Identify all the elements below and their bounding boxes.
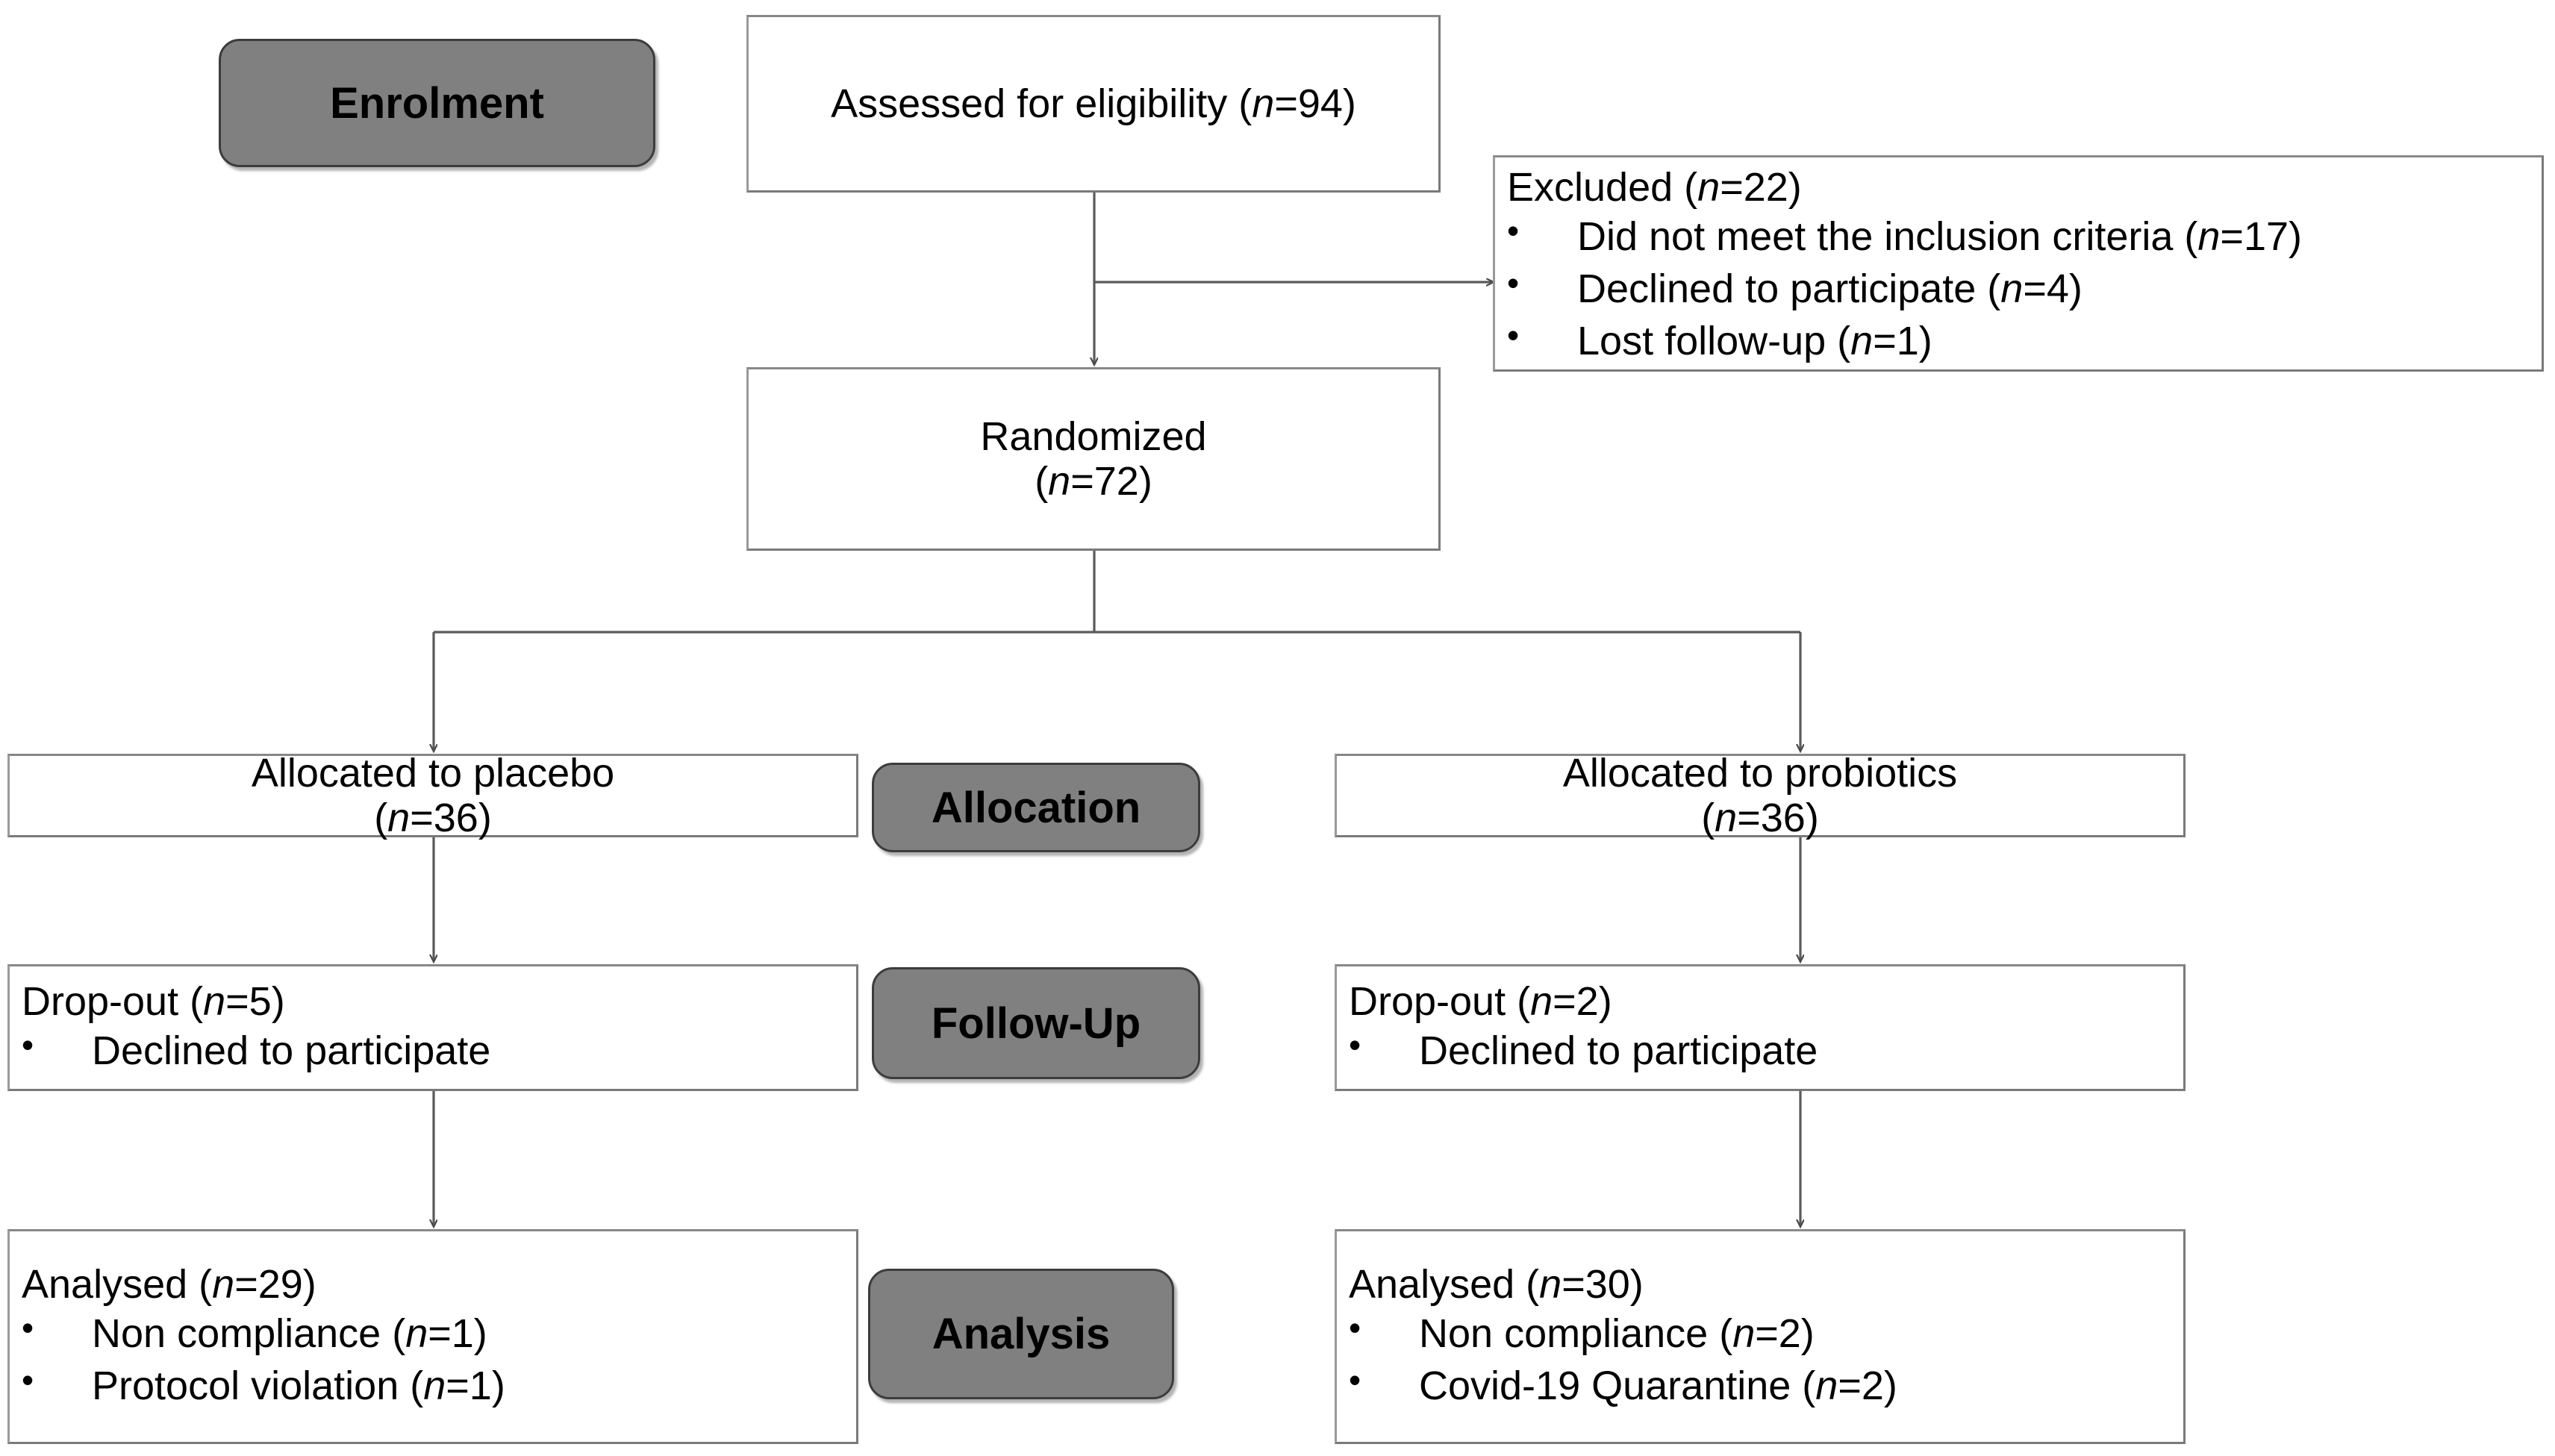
- dropout-probiotics-header: Drop-out (n=2): [1337, 978, 1612, 1025]
- randomized-label: Randomized: [980, 413, 1207, 459]
- list-item: Protocol violation (n=1): [10, 1358, 505, 1412]
- node-allocated-placebo: Allocated to placebo (n=36): [7, 750, 858, 840]
- dropout-probiotics-header-post: =2): [1553, 978, 1612, 1024]
- excluded-item-2-n: n: [1850, 319, 1874, 364]
- node-assessed-text: Assessed for eligibility (n=94): [831, 81, 1356, 126]
- allocated-probiotics-count-post: =36): [1737, 796, 1819, 840]
- analysed-probiotics-item-1-pre: Covid-19 Quarantine (: [1419, 1363, 1816, 1409]
- analysed-placebo-item-1-n: n: [423, 1363, 446, 1409]
- excluded-header-pre: Excluded (: [1507, 164, 1698, 210]
- stage-badge-enrolment: Enrolment: [219, 39, 655, 167]
- allocated-placebo-count-pre: (: [374, 796, 388, 840]
- list-item: Declined to participate: [10, 1023, 491, 1077]
- analysed-placebo-item-0-n: n: [405, 1310, 428, 1356]
- randomized-count-post: =72): [1070, 459, 1152, 504]
- allocated-placebo-label: Allocated to placebo: [251, 750, 615, 796]
- excluded-item-2-post: =1): [1873, 319, 1932, 364]
- dropout-probiotics-item-0: Declined to participate: [1419, 1028, 1818, 1073]
- analysed-placebo-item-1-post: =1): [446, 1363, 505, 1409]
- list-item: Declined to participate: [1337, 1023, 1818, 1077]
- analysed-probiotics-item-1-post: =2): [1838, 1363, 1897, 1409]
- analysed-probiotics-item-0-pre: Non compliance (: [1419, 1310, 1733, 1356]
- analysed-placebo-header: Analysed (n=29): [10, 1261, 316, 1307]
- excluded-item-1-post: =4): [2023, 266, 2083, 311]
- excluded-header: Excluded (n=22): [1495, 164, 1802, 210]
- stage-badge-enrolment-label: Enrolment: [330, 78, 544, 128]
- analysed-placebo-reason-list: Non compliance (n=1) Protocol violation …: [10, 1306, 505, 1412]
- analysed-probiotics-header: Analysed (n=30): [1337, 1261, 1644, 1307]
- excluded-item-2-pre: Lost follow-up (: [1577, 319, 1851, 364]
- analysed-probiotics-item-0-post: =2): [1755, 1310, 1815, 1356]
- allocated-probiotics-label: Allocated to probiotics: [1562, 750, 1958, 796]
- analysed-placebo-item-0-pre: Non compliance (: [92, 1310, 406, 1356]
- excluded-item-0-n: n: [2197, 213, 2221, 259]
- dropout-placebo-header: Drop-out (n=5): [10, 978, 285, 1025]
- analysed-probiotics-header-pre: Analysed (: [1349, 1261, 1540, 1307]
- analysed-placebo-header-n: n: [212, 1261, 235, 1307]
- allocated-probiotics-count-n: n: [1715, 796, 1738, 840]
- stage-badge-allocation-label: Allocation: [931, 783, 1141, 832]
- stage-badge-analysis-label: Analysis: [932, 1310, 1111, 1358]
- dropout-probiotics-reason-list: Declined to participate: [1337, 1023, 1818, 1077]
- analysed-placebo-header-post: =29): [234, 1261, 316, 1307]
- stage-badge-followup-label: Follow-Up: [931, 999, 1141, 1048]
- list-item: Declined to participate (n=4): [1495, 261, 2302, 315]
- analysed-probiotics-reason-list: Non compliance (n=2) Covid-19 Quarantine…: [1337, 1306, 1897, 1412]
- node-randomized: Randomized (n=72): [746, 367, 1441, 551]
- dropout-probiotics-header-n: n: [1530, 978, 1553, 1024]
- allocated-placebo-count-n: n: [387, 796, 411, 840]
- analysed-probiotics-header-n: n: [1539, 1261, 1562, 1307]
- excluded-reason-list: Did not meet the inclusion criteria (n=1…: [1495, 209, 2302, 368]
- node-analysed-probiotics: Analysed (n=30) Non compliance (n=2) Cov…: [1335, 1229, 2186, 1444]
- excluded-header-post: =22): [1720, 164, 1802, 210]
- allocated-placebo-count-post: =36): [410, 796, 492, 840]
- analysed-probiotics-item-0-n: n: [1732, 1310, 1756, 1356]
- allocated-probiotics-count-pre: (: [1701, 796, 1715, 840]
- assessed-label: Assessed for eligibility (: [831, 81, 1252, 126]
- randomized-count-n: n: [1048, 459, 1071, 504]
- list-item: Did not meet the inclusion criteria (n=1…: [1495, 209, 2302, 263]
- dropout-placebo-item-0: Declined to participate: [92, 1028, 491, 1073]
- dropout-placebo-header-pre: Drop-out (: [22, 978, 204, 1024]
- allocated-probiotics-count: (n=36): [1701, 796, 1819, 840]
- list-item: Covid-19 Quarantine (n=2): [1337, 1358, 1897, 1412]
- dropout-placebo-reason-list: Declined to participate: [10, 1023, 491, 1077]
- list-item: Lost follow-up (n=1): [1495, 313, 2302, 367]
- excluded-header-n: n: [1697, 164, 1721, 210]
- dropout-placebo-header-n: n: [203, 978, 226, 1024]
- analysed-placebo-header-pre: Analysed (: [22, 1261, 213, 1307]
- node-dropout-probiotics: Drop-out (n=2) Declined to participate: [1335, 964, 2186, 1091]
- analysed-probiotics-item-1-n: n: [1815, 1363, 1838, 1409]
- allocated-placebo-count: (n=36): [374, 796, 492, 840]
- stage-badge-allocation: Allocation: [872, 763, 1200, 852]
- excluded-item-1-pre: Declined to participate (: [1577, 266, 2001, 311]
- excluded-item-0-post: =17): [2220, 213, 2302, 259]
- assessed-n-symbol: n: [1252, 81, 1275, 126]
- dropout-placebo-header-post: =5): [225, 978, 285, 1024]
- node-excluded: Excluded (n=22) Did not meet the inclusi…: [1493, 155, 2544, 372]
- list-item: Non compliance (n=1): [10, 1306, 505, 1360]
- node-allocated-probiotics: Allocated to probiotics (n=36): [1335, 750, 2186, 840]
- excluded-item-1-n: n: [2000, 266, 2024, 311]
- node-assessed-for-eligibility: Assessed for eligibility (n=94): [746, 15, 1441, 193]
- stage-badge-followup: Follow-Up: [872, 967, 1200, 1079]
- list-item: Non compliance (n=2): [1337, 1306, 1897, 1360]
- node-analysed-placebo: Analysed (n=29) Non compliance (n=1) Pro…: [7, 1229, 858, 1444]
- stage-badge-analysis: Analysis: [868, 1269, 1174, 1399]
- analysed-placebo-item-0-post: =1): [428, 1310, 487, 1356]
- assessed-count: =94): [1274, 81, 1356, 126]
- randomized-count: (n=72): [1035, 459, 1152, 504]
- analysed-probiotics-header-post: =30): [1562, 1261, 1644, 1307]
- node-dropout-placebo: Drop-out (n=5) Declined to participate: [7, 964, 858, 1091]
- dropout-probiotics-header-pre: Drop-out (: [1349, 978, 1531, 1024]
- excluded-item-0-pre: Did not meet the inclusion criteria (: [1577, 213, 2198, 259]
- randomized-count-pre: (: [1035, 459, 1049, 504]
- analysed-placebo-item-1-pre: Protocol violation (: [92, 1363, 424, 1409]
